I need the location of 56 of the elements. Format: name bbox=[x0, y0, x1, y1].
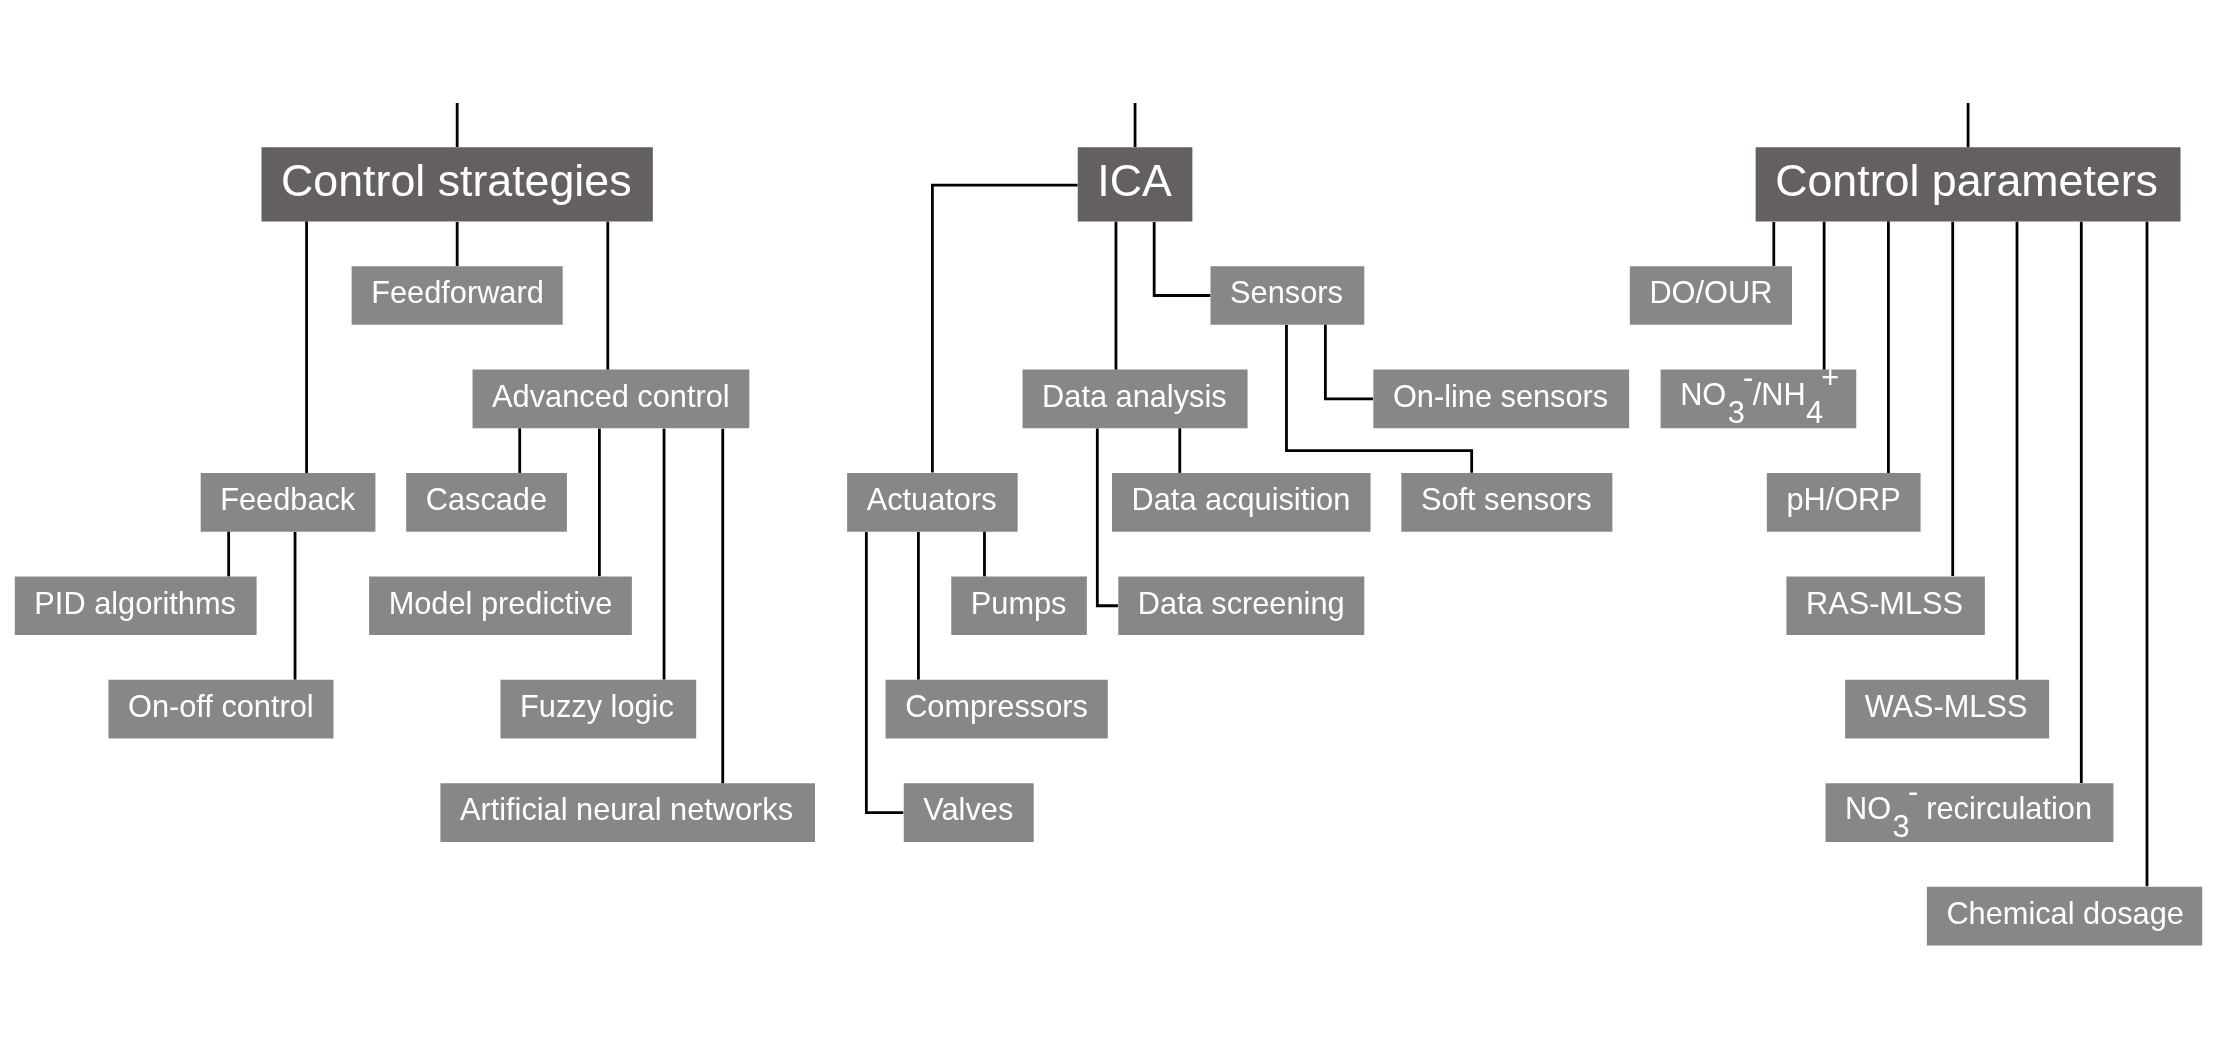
connector bbox=[1285, 325, 1474, 473]
node-box: On-off control bbox=[108, 679, 334, 739]
node-box: Chemical dosage bbox=[1926, 886, 2203, 946]
node-box: Feedforward bbox=[351, 266, 563, 325]
node-box: RAS-MLSS bbox=[1786, 576, 1985, 636]
node-box: Sensors bbox=[1210, 266, 1365, 325]
connector bbox=[721, 428, 725, 784]
node-box: Pumps bbox=[951, 576, 1087, 636]
node-box: Actuators bbox=[847, 473, 1018, 532]
connector bbox=[1887, 221, 1890, 473]
node-box: Feedback bbox=[200, 473, 376, 532]
connector bbox=[2145, 221, 2149, 887]
connector bbox=[1951, 221, 1955, 576]
node-box: Advanced control bbox=[472, 369, 750, 429]
node-box: Data screening bbox=[1118, 576, 1365, 636]
connector bbox=[662, 428, 666, 680]
node-box: pH/ORP bbox=[1766, 473, 1921, 532]
connector bbox=[983, 531, 986, 577]
node-box: Cascade bbox=[406, 473, 567, 532]
node-box: WAS-MLSS bbox=[1845, 679, 2050, 739]
connector bbox=[1114, 221, 1118, 370]
node-box: Fuzzy logic bbox=[500, 679, 697, 739]
connector bbox=[1966, 103, 1970, 148]
connector bbox=[455, 103, 459, 148]
connector bbox=[1822, 221, 1826, 370]
connector bbox=[455, 222, 459, 266]
connector bbox=[917, 531, 920, 680]
connector bbox=[598, 428, 601, 577]
node-box: DO/OUR bbox=[1629, 266, 1792, 325]
connector bbox=[606, 221, 610, 370]
connector bbox=[2079, 221, 2083, 783]
connector bbox=[864, 532, 904, 815]
node-box: Data analysis bbox=[1022, 369, 1248, 429]
connector bbox=[1178, 428, 1182, 473]
connector bbox=[305, 221, 308, 473]
node-box: Artificial neural networks bbox=[440, 783, 815, 842]
node-box: On-line sensors bbox=[1373, 369, 1630, 429]
node-box: Compressors bbox=[885, 679, 1108, 739]
connector bbox=[931, 183, 1078, 473]
connector bbox=[518, 428, 522, 473]
node-box: Model predictive bbox=[369, 576, 632, 636]
node-box: Data acquisition bbox=[1112, 473, 1371, 532]
connector bbox=[1324, 324, 1373, 401]
node-box: ICA bbox=[1077, 147, 1193, 222]
node-box: Control parameters bbox=[1755, 147, 2181, 222]
node-box: PID algorithms bbox=[14, 576, 257, 636]
connector bbox=[293, 531, 297, 680]
connector bbox=[2015, 221, 2019, 680]
node-box: Soft sensors bbox=[1401, 473, 1613, 532]
node-box: Control strategies bbox=[261, 147, 653, 222]
connector bbox=[1095, 428, 1118, 608]
connector bbox=[1772, 222, 1776, 266]
connector bbox=[1152, 222, 1211, 297]
connector bbox=[227, 531, 231, 577]
node-box: Valves bbox=[903, 783, 1034, 842]
connector bbox=[1133, 103, 1137, 148]
